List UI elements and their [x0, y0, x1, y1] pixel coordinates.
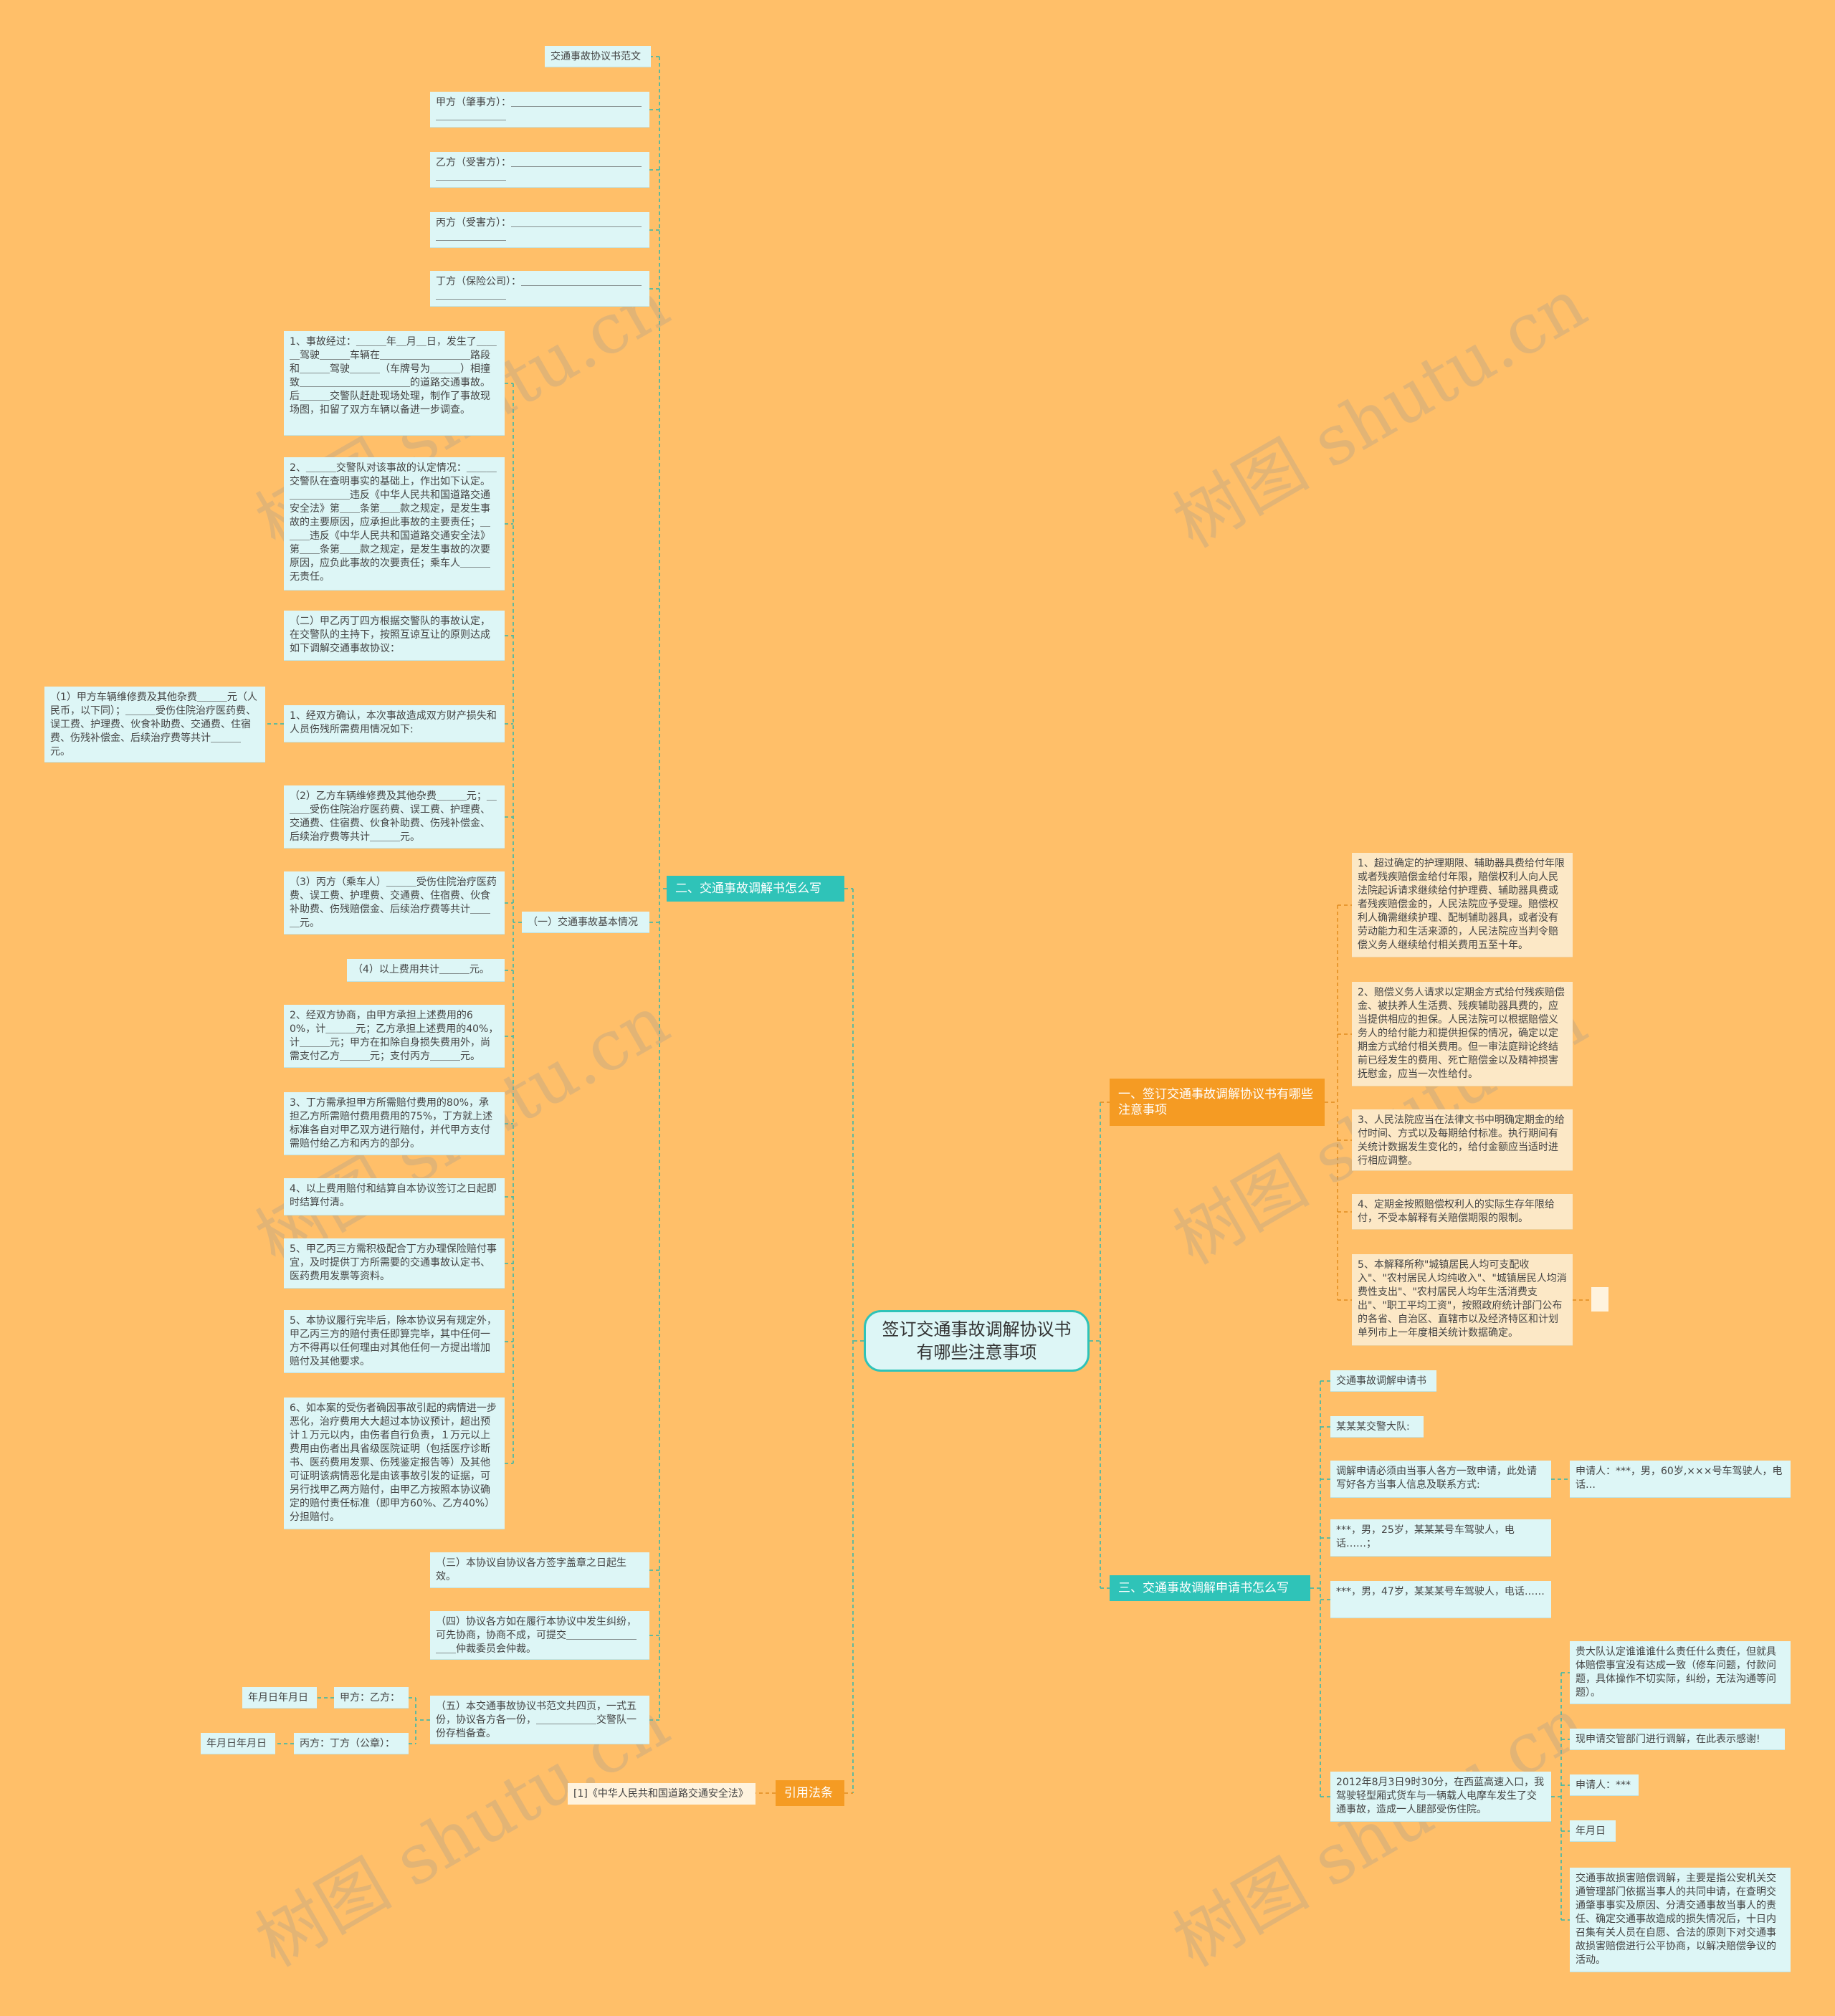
basic-item[interactable]: 6、如本案的受伤者确因事故引起的病情进一步恶化，治疗费用大大超过本协议预计，超出…	[284, 1398, 505, 1529]
precaution-item[interactable]: 4、定期金按照赔偿权利人的实际生存年限给付，不受本解释有关赔偿期限的限制。	[1352, 1194, 1573, 1230]
dispute-clause[interactable]: （四）协议各方如在履行本协议中发生纠纷，可先协商，协商不成，可提交＿＿＿＿＿＿＿…	[430, 1611, 649, 1660]
branch-precautions[interactable]: 一、签订交通事故调解协议书有哪些注意事项	[1110, 1079, 1325, 1126]
branch-mediation-writing[interactable]: 二、交通事故调解书怎么写	[667, 876, 844, 902]
basic-item[interactable]: （2）乙方车辆维修费及其他杂费＿＿＿元；＿＿＿受伤住院治疗医药费、误工费、护理费…	[284, 785, 505, 849]
root-topic[interactable]: 签订交通事故调解协议书有哪些注意事项	[864, 1310, 1090, 1372]
basic-item[interactable]: （二）甲乙丙丁四方根据交警队的事故认定，在交警队的主持下，按照互谅互让的原则达成…	[284, 611, 505, 661]
precaution-item[interactable]: 3、人民法院应当在法律文书中明确定期金的给付时间、方式以及每期给付标准。执行期间…	[1352, 1109, 1573, 1171]
basic-situation-node[interactable]: （一）交通事故基本情况	[522, 912, 649, 933]
basic-item[interactable]: 1、事故经过：＿＿＿年＿月＿日，发生了＿＿＿驾驶＿＿＿车辆在＿＿＿＿＿＿＿＿＿路…	[284, 331, 505, 436]
incident-item[interactable]: 年月日	[1570, 1820, 1616, 1842]
basic-item[interactable]: 2、经双方协商，由甲方承担上述费用的60%，计＿＿＿元；乙方承担上述费用的40%…	[284, 1005, 505, 1068]
party-a-item[interactable]: 甲方（肇事方）：＿＿＿＿＿＿＿＿＿＿＿＿＿＿＿＿＿＿＿＿	[430, 92, 649, 128]
incident-item[interactable]: 贵大队认定谁谁谁什么责任什么责任，但就具体赔偿事宜没有达成一致（修车问题，付款问…	[1570, 1641, 1791, 1704]
applicant-info[interactable]: 申请人：***，男，60岁,×××号车驾驶人，电话…	[1570, 1461, 1791, 1498]
application-item[interactable]: ***，男，25岁，某某某号车驾驶人，电话……；	[1330, 1519, 1551, 1557]
basic-item[interactable]: 5、甲乙丙三方需积极配合丁方办理保险赔付事宜，及时提供丁方所需要的交通事故认定书…	[284, 1238, 505, 1289]
effective-clause[interactable]: （三）本协议自协议各方签字盖章之日起生效。	[430, 1552, 649, 1588]
precaution-item[interactable]: 1、超过确定的护理期限、辅助器具费给付年限或者残疾赔偿金给付年限，赔偿权利人向人…	[1352, 853, 1573, 957]
basic-item[interactable]: （3）丙方（乘车人）＿＿＿受伤住院治疗医药费、误工费、护理费、交通费、住宿费、伙…	[284, 871, 505, 935]
empty-node	[1591, 1287, 1608, 1312]
basic-item[interactable]: 3、丁方需承担甲方所需赔付费用的80%，承担乙方所需赔付费用费用的75%，丁方就…	[284, 1092, 505, 1155]
far-left-item[interactable]: （1）甲方车辆维修费及其他杂费＿＿＿元（人民币，以下同）；＿＿＿受伤住院治疗医药…	[44, 687, 265, 763]
basic-item[interactable]: （4）以上费用共计＿＿＿元。	[347, 959, 505, 982]
law-reference[interactable]: [1]《中华人民共和国道路交通安全法》	[568, 1783, 756, 1805]
copies-clause[interactable]: （五）本交通事故协议书范文共四页，一式五份，协议各方各一份，＿＿＿＿＿＿交警队一…	[430, 1696, 649, 1744]
branch-cited-law[interactable]: 引用法条	[776, 1780, 844, 1806]
precaution-item[interactable]: 2、赔偿义务人请求以定期金方式给付残疾赔偿金、被扶养人生活费、残疾辅助器具费的，…	[1352, 982, 1573, 1086]
basic-item[interactable]: 2、＿＿＿交警队对该事故的认定情况：＿＿＿交警队在查明事实的基础上，作出如下认定…	[284, 457, 505, 591]
signature-b[interactable]: 丙方：丁方（公章）：	[294, 1733, 409, 1754]
application-item[interactable]: 某某某交警大队:	[1330, 1416, 1424, 1438]
signature-a[interactable]: 甲方：乙方：	[334, 1687, 409, 1709]
branch-application-writing[interactable]: 三、交通事故调解申请书怎么写	[1110, 1575, 1310, 1601]
precaution-item[interactable]: 5、本解释所称"城镇居民人均可支配收入"、"农村居民人均纯收入"、"城镇居民人均…	[1352, 1254, 1573, 1346]
template-title-item[interactable]: 交通事故协议书范文	[545, 46, 651, 67]
signature-a-date[interactable]: 年月日年月日	[242, 1687, 317, 1709]
basic-item[interactable]: 5、本协议履行完毕后，除本协议另有规定外，甲乙丙三方的赔付责任即算完毕，其中任何…	[284, 1310, 505, 1373]
incident-description[interactable]: 2012年8月3日9时30分，在西蓝高速入口，我驾驶轻型厢式货车与一辆载人电摩车…	[1330, 1772, 1551, 1822]
party-d-item[interactable]: 丁方（保险公司）：＿＿＿＿＿＿＿＿＿＿＿＿＿＿＿＿＿＿＿	[430, 271, 649, 307]
incident-item[interactable]: 申请人：***	[1570, 1774, 1639, 1796]
basic-item[interactable]: 1、经双方确认，本次事故造成双方财产损失和人员伤残所需费用情况如下:	[284, 705, 505, 742]
incident-item[interactable]: 现申请交管部门进行调解，在此表示感谢!	[1570, 1729, 1785, 1750]
incident-item[interactable]: 交通事故损害赔偿调解，主要是指公安机关交通管理部门依据当事人的共同申请，在查明交…	[1570, 1868, 1791, 1972]
application-item[interactable]: 调解申请必须由当事人各方一致申请，此处请写好各方当事人信息及联系方式:	[1330, 1461, 1551, 1498]
application-item[interactable]: ***，男，47岁，某某某号车驾驶人，电话……	[1330, 1581, 1551, 1618]
party-b-item[interactable]: 乙方（受害方）：＿＿＿＿＿＿＿＿＿＿＿＿＿＿＿＿＿＿＿＿	[430, 152, 649, 188]
party-c-item[interactable]: 丙方（受害方）：＿＿＿＿＿＿＿＿＿＿＿＿＿＿＿＿＿＿＿＿	[430, 212, 649, 248]
application-item[interactable]: 交通事故调解申请书	[1330, 1370, 1436, 1392]
signature-b-date[interactable]: 年月日年月日	[201, 1733, 275, 1754]
basic-item[interactable]: 4、以上费用赔付和结算自本协议签订之日起即时结算付清。	[284, 1178, 505, 1215]
